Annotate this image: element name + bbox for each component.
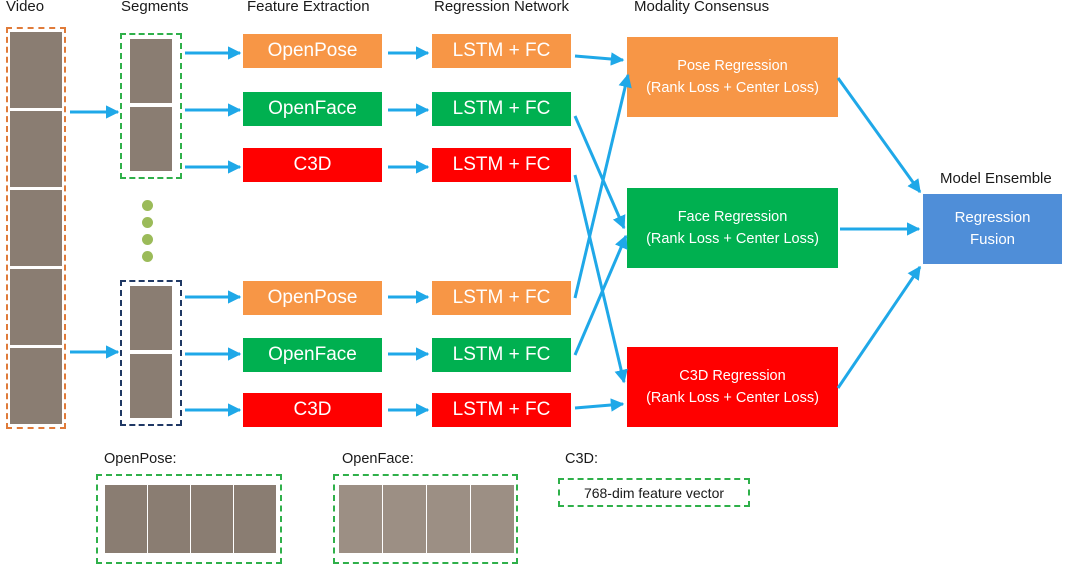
header-modality-consensus: Modality Consensus: [634, 0, 770, 15]
arrow: [574, 52, 625, 66]
header-feature-extraction: Feature Extraction: [247, 0, 370, 15]
feature-c3d-box: C3D: [243, 393, 382, 427]
lstm-fc-box: LSTM + FC: [432, 393, 571, 427]
video-frame-strip: [6, 27, 66, 429]
model-ensemble-label: Model Ensemble: [940, 170, 1052, 187]
regression-fusion-line1: Regression: [954, 209, 1031, 226]
regression-fusion-line2: Fusion: [969, 231, 1016, 248]
arrow: [573, 73, 632, 299]
face-thumbnail: [191, 485, 233, 553]
face-thumbnail: [234, 485, 276, 553]
ellipsis-dot: [142, 200, 153, 211]
face-thumbnail: [10, 190, 62, 266]
lstm-fc-box: LSTM + FC: [432, 281, 571, 315]
arrow: [573, 174, 628, 384]
face-regression-box: Face Regression (Rank Loss + Center Loss…: [627, 188, 838, 268]
face-thumbnail: [10, 269, 62, 345]
face-thumbnail: [427, 485, 470, 553]
face-thumbnail: [148, 485, 190, 553]
feature-c3d-box: C3D: [243, 148, 382, 182]
ellipsis-dot: [142, 234, 153, 245]
header-segments: Segments: [121, 0, 189, 15]
c3d-caption: C3D:: [565, 451, 599, 467]
lstm-fc-box: LSTM + FC: [432, 148, 571, 182]
openpose-caption: OpenPose:: [104, 451, 177, 467]
regression-fusion-box: Regression Fusion: [923, 194, 1062, 264]
openface-examples: [333, 474, 518, 564]
lstm-fc-box: LSTM + FC: [432, 92, 571, 126]
face-thumbnail: [130, 354, 172, 418]
ellipsis-dot: [142, 217, 153, 228]
openpose-examples: [96, 474, 282, 564]
face-thumbnail: [383, 485, 426, 553]
face-thumbnail: [130, 39, 172, 103]
ellipsis-dot: [142, 251, 153, 262]
face-thumbnail: [130, 107, 172, 171]
c3d-feature-vector: 768-dim feature vector: [558, 478, 750, 507]
face-thumbnail: [10, 111, 62, 187]
face-thumbnail: [10, 32, 62, 108]
face-thumbnail: [339, 485, 382, 553]
face-thumbnail: [10, 348, 62, 424]
face-regression-loss: (Rank Loss + Center Loss): [646, 231, 819, 247]
c3d-regression-title: C3D Regression: [679, 368, 786, 384]
c3d-regression-box: C3D Regression (Rank Loss + Center Loss): [627, 347, 838, 427]
arrow: [836, 77, 922, 194]
face-regression-title: Face Regression: [677, 209, 788, 225]
arrow: [573, 234, 628, 356]
segment-group-bottom: [120, 280, 182, 426]
header-video: Video: [6, 0, 45, 15]
pose-regression-box: Pose Regression (Rank Loss + Center Loss…: [627, 37, 838, 117]
feature-openface-box: OpenFace: [243, 338, 382, 372]
pose-regression-loss: (Rank Loss + Center Loss): [646, 80, 819, 96]
face-thumbnail: [130, 286, 172, 350]
feature-openpose-box: OpenPose: [243, 34, 382, 68]
lstm-fc-box: LSTM + FC: [432, 338, 571, 372]
feature-openpose-box: OpenPose: [243, 281, 382, 315]
arrow: [573, 115, 626, 230]
header-regression-network: Regression Network: [434, 0, 570, 15]
pose-regression-title: Pose Regression: [677, 58, 788, 74]
c3d-regression-loss: (Rank Loss + Center Loss): [646, 390, 819, 406]
arrow: [836, 265, 922, 389]
face-thumbnail: [471, 485, 514, 553]
segment-group-top: [120, 33, 182, 179]
face-thumbnail: [105, 485, 147, 553]
lstm-fc-box: LSTM + FC: [432, 34, 571, 68]
arrow: [574, 398, 625, 412]
openface-caption: OpenFace:: [342, 451, 414, 467]
feature-openface-box: OpenFace: [243, 92, 382, 126]
